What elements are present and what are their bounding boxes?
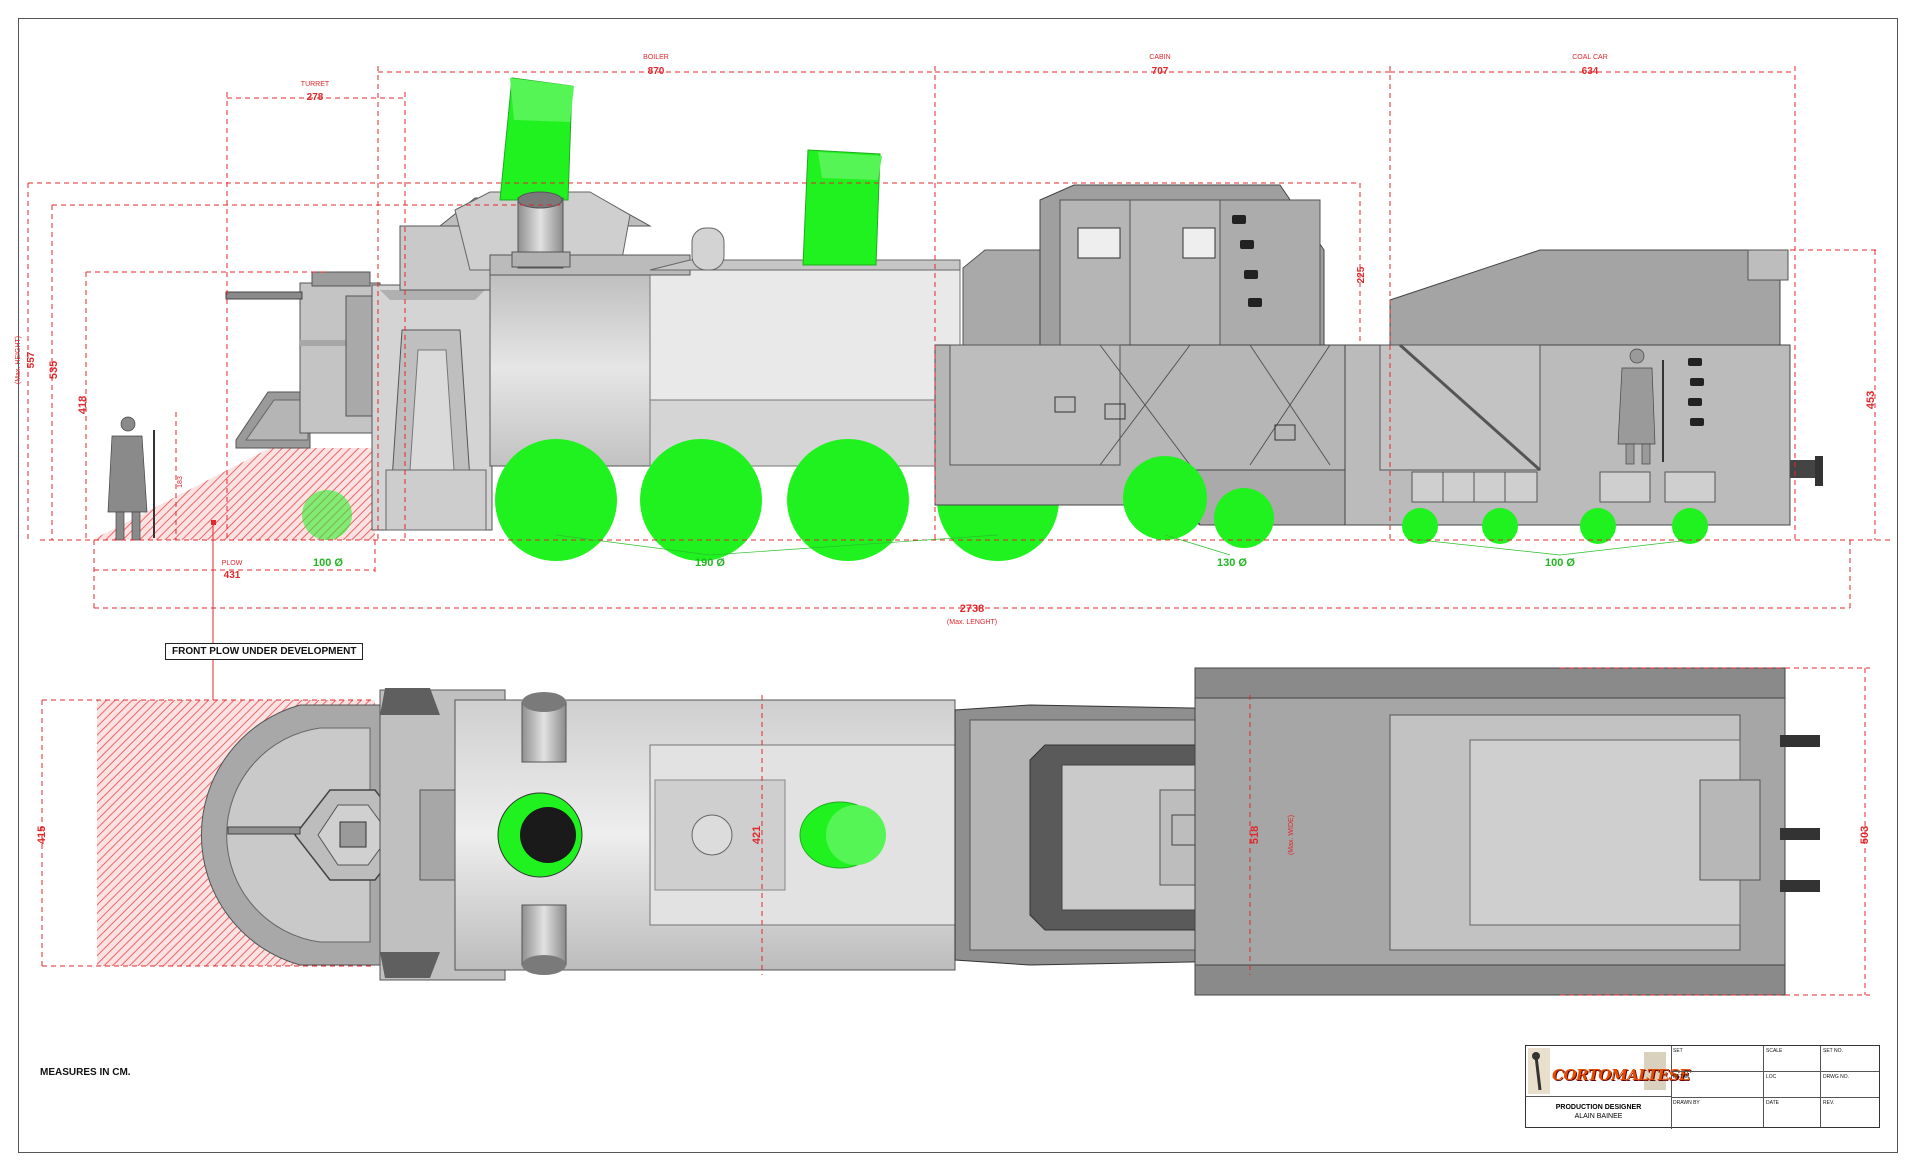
cell-detail: DETAIL bbox=[1671, 1072, 1764, 1098]
max-height-value: 557 bbox=[26, 351, 37, 368]
wheel-coal-label: 100 Ø bbox=[1545, 557, 1575, 569]
cell-scale: SCALE bbox=[1764, 1046, 1821, 1072]
turret bbox=[225, 271, 381, 434]
boiler-value: 870 bbox=[648, 66, 665, 77]
cabin-label: CABIN bbox=[1149, 54, 1170, 61]
height-535: 535 bbox=[48, 361, 60, 379]
plow-value: 431 bbox=[224, 570, 241, 581]
designer-name: ALAIN BAINEE bbox=[1574, 1113, 1623, 1120]
measures-note: MEASURES IN CM. bbox=[40, 1067, 131, 1078]
top-chimneys bbox=[497, 792, 886, 878]
side-view bbox=[40, 77, 1890, 561]
designer-label: PRODUCTION DESIGNER bbox=[1555, 1104, 1642, 1111]
top-view bbox=[97, 667, 1820, 996]
top-max-wide-value: 518 bbox=[1249, 826, 1261, 844]
side-pipes bbox=[521, 692, 567, 975]
cell-drawn-by: DRAWN BY bbox=[1671, 1098, 1764, 1127]
side-dimension-lines bbox=[27, 66, 1880, 725]
cabin-wheels bbox=[1123, 456, 1274, 548]
front-smokestack bbox=[499, 77, 574, 269]
wheel-diameter-text: 100 Ø 190 Ø 130 Ø 100 Ø bbox=[313, 557, 1575, 569]
cell-set: SET bbox=[1671, 1046, 1764, 1072]
cabin bbox=[934, 184, 1346, 526]
cabin-value: 707 bbox=[1152, 66, 1169, 77]
designer-cell: PRODUCTION DESIGNER ALAIN BAINEE bbox=[1526, 1096, 1672, 1129]
wheel-main-label: 190 Ø bbox=[695, 557, 725, 569]
turret-label: TURRET bbox=[301, 81, 330, 88]
max-length-note: (Max. LENGHT) bbox=[947, 619, 997, 626]
top-max-wide-note: (Max. WIDE) bbox=[1288, 815, 1295, 855]
sheet-border bbox=[18, 18, 1898, 1153]
cell-loc: LOC bbox=[1764, 1072, 1821, 1098]
second-smokestack bbox=[802, 149, 882, 266]
front-plow-note: FRONT PLOW UNDER DEVELOPMENT bbox=[165, 643, 364, 660]
plow-label: PLOW bbox=[222, 560, 243, 567]
top-dimension-lines bbox=[41, 667, 1870, 996]
cabin-height: 225 bbox=[1356, 266, 1367, 283]
logo-figure-icon bbox=[1528, 1048, 1666, 1094]
side-dimension-text: BOILER 870 CABIN 707 COAL CAR 634 TURRET… bbox=[15, 54, 1877, 626]
logo: CORTOMALTESE bbox=[1526, 1046, 1690, 1097]
right-height: 453 bbox=[1865, 391, 1877, 409]
top-dimension-text: 415 421 518 (Max. WIDE) 503 bbox=[36, 815, 1871, 855]
coal-car-top bbox=[1194, 667, 1820, 996]
wheel-leader-lines bbox=[555, 534, 1691, 556]
coal-car-wheels bbox=[1402, 508, 1708, 544]
max-length-value: 2738 bbox=[960, 603, 984, 615]
cell-set-no: SET NO. bbox=[1821, 1046, 1879, 1072]
turret-value: 278 bbox=[307, 92, 324, 103]
height-418: 418 bbox=[77, 396, 89, 414]
cell-drwg-no: DRWG NO. bbox=[1821, 1072, 1879, 1098]
coal-car bbox=[1344, 249, 1823, 526]
title-block: CORTOMALTESE PRODUCTION DESIGNER ALAIN B… bbox=[1525, 1045, 1880, 1129]
soldier-front bbox=[107, 416, 155, 541]
soldier-height: 183 bbox=[177, 476, 184, 488]
cell-rev: REV. bbox=[1823, 1100, 1835, 1106]
cell-date: DATE bbox=[1764, 1098, 1821, 1127]
soldier-coal-car bbox=[1617, 348, 1664, 465]
top-front-width: 415 bbox=[36, 826, 48, 844]
max-height-note: (Max. HEIGHT) bbox=[15, 336, 22, 384]
boiler-label: BOILER bbox=[643, 54, 669, 61]
coal-car-value: 634 bbox=[1582, 66, 1599, 77]
top-rear-width: 503 bbox=[1859, 826, 1871, 844]
top-boiler-width: 421 bbox=[751, 826, 763, 844]
logo-text: CORTOMALTESE bbox=[1552, 1066, 1690, 1084]
wheel-plow-label: 100 Ø bbox=[313, 557, 343, 569]
wheel-cabin-label: 130 Ø bbox=[1217, 557, 1247, 569]
coal-car-label: COAL CAR bbox=[1572, 54, 1608, 61]
plow-wheel bbox=[302, 490, 352, 540]
